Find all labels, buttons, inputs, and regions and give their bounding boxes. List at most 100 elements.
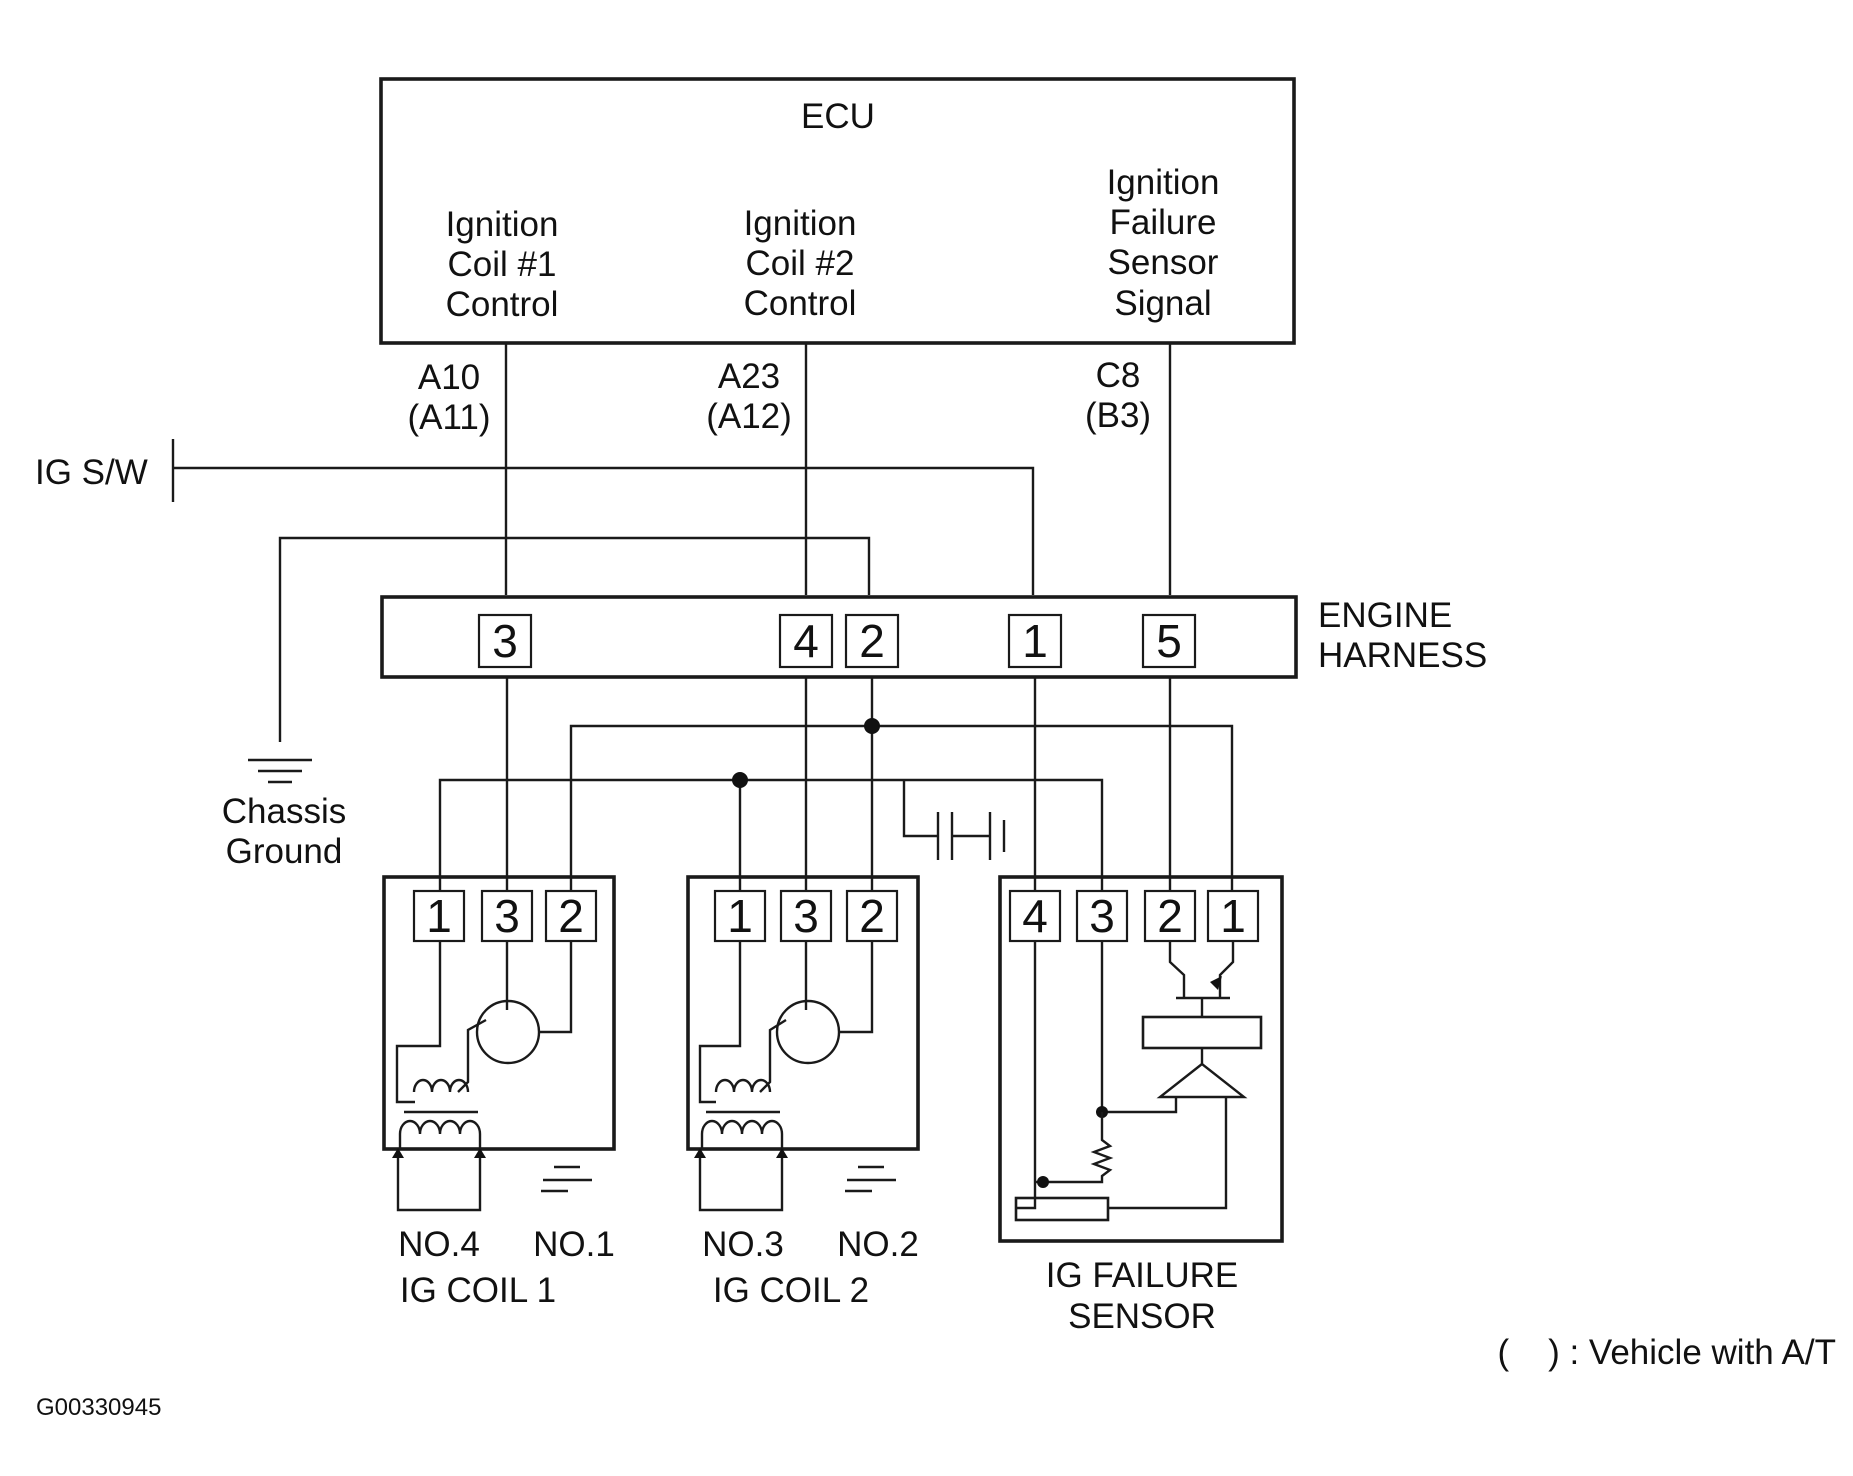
spark-plug-label: NO.1 [533, 1225, 615, 1264]
spark-plug-label: NO.4 [398, 1225, 480, 1264]
ground-icon [845, 1165, 896, 1193]
sensor-internal-wire [1168, 941, 1186, 998]
svg-text:2: 2 [859, 615, 885, 667]
svg-text:Signal: Signal [1114, 284, 1211, 323]
sensor-internal-wire [1218, 941, 1235, 998]
svg-text:Ignition: Ignition [446, 205, 559, 244]
coil1-pin: 1 [412, 889, 466, 943]
sensor-internal-wire [1108, 1097, 1228, 1210]
legend-note: ( ) : Vehicle with A/T [1498, 1333, 1836, 1372]
svg-text:4: 4 [1022, 890, 1048, 942]
engine-harness: 3 4 2 1 5 ENGINE HARNESS [380, 595, 1487, 679]
junction-dot [732, 772, 748, 788]
svg-text:(A12): (A12) [706, 397, 792, 436]
chassis-ground-label: Ground [226, 832, 343, 871]
wire-condenser [902, 780, 938, 838]
spark-plug-label: NO.3 [702, 1225, 784, 1264]
svg-text:Failure: Failure [1110, 203, 1217, 242]
coil-secondary-winding-icon [700, 1119, 784, 1135]
junction-dot [864, 718, 880, 734]
ecu-terminal-coil1: A10 (A11) [408, 358, 491, 437]
spark-plug-label: NO.2 [837, 1225, 919, 1264]
coil2-internal-wire [698, 941, 742, 1104]
coil2-secondary-loop [698, 1148, 784, 1212]
coil1-pin: 2 [544, 889, 598, 943]
coil1-internal-wire [395, 941, 442, 1104]
svg-text:1: 1 [727, 890, 753, 942]
coil1-secondary-loop [396, 1148, 482, 1212]
harness-pin: 1 [1007, 613, 1063, 669]
ig-failure-sensor: 4 3 2 1 [998, 875, 1284, 1336]
svg-text:2: 2 [859, 890, 885, 942]
wire-chassis-ground [278, 536, 871, 742]
svg-text:2: 2 [558, 890, 584, 942]
engine-harness-label: ENGINE [1318, 596, 1452, 635]
condenser-icon [936, 812, 1006, 860]
wires-lower [438, 677, 1234, 897]
svg-text:Coil #1: Coil #1 [448, 245, 557, 284]
ecu-coil2-control-label: Ignition Coil #2 Control [744, 204, 857, 323]
ig-coil-1-box [382, 875, 616, 1151]
coil-primary-winding-icon [714, 1078, 772, 1093]
svg-text:Sensor: Sensor [1108, 243, 1219, 282]
sensor-pin: 4 [1008, 889, 1062, 943]
transistor-icon [475, 999, 541, 1065]
amplifier-icon [1156, 1062, 1248, 1099]
svg-text:A10: A10 [418, 358, 480, 397]
wires-upper [173, 343, 1172, 742]
ground-icon [248, 758, 312, 784]
sensor-pin: 2 [1143, 889, 1197, 943]
engine-harness-connector [380, 595, 1298, 679]
svg-text:5: 5 [1156, 615, 1182, 667]
ig-coil-2-label: IG COIL 2 [713, 1271, 869, 1310]
ig-switch-label: IG S/W [35, 453, 148, 492]
coil1-pin: 3 [480, 889, 534, 943]
svg-text:A23: A23 [718, 357, 780, 396]
harness-pin: 5 [1141, 613, 1197, 669]
coil1-internal-wire [540, 941, 573, 1034]
coil-primary-winding-icon [412, 1078, 470, 1093]
ig-coil-1: 1 3 2 NO.4 NO.1 I [382, 875, 616, 1310]
svg-text:(B3): (B3) [1085, 396, 1151, 435]
svg-text:3: 3 [494, 890, 520, 942]
coil1-internal-wire [457, 1018, 487, 1093]
ig-coil-1-label: IG COIL 1 [400, 1271, 556, 1310]
sensor-pin: 1 [1206, 889, 1260, 943]
ground-icon [541, 1165, 592, 1193]
svg-text:2: 2 [1157, 890, 1183, 942]
svg-text:1: 1 [1220, 890, 1246, 942]
wire-ig-switch [173, 466, 1035, 595]
ecu-terminal-coil2: A23 (A12) [706, 357, 792, 436]
ecu-block: ECU Ignition Coil #1 Control Ignition Co… [379, 77, 1296, 345]
coil2-pin: 1 [713, 889, 767, 943]
sensor-processor-block [1141, 1015, 1263, 1050]
ecu-coil1-control-label: Ignition Coil #1 Control [446, 205, 559, 324]
coil-secondary-winding-icon [398, 1119, 482, 1135]
coil2-internal-wire [759, 1018, 787, 1093]
ig-failure-sensor-label: IG FAILURE [1046, 1256, 1239, 1295]
svg-text:Control: Control [446, 285, 559, 324]
svg-text:1: 1 [1022, 615, 1048, 667]
sensor-pin: 3 [1075, 889, 1129, 943]
coil2-pin: 2 [845, 889, 899, 943]
ig-switch: IG S/W [35, 439, 175, 502]
pickup-sensor-element [1014, 1196, 1110, 1222]
ig-coil-2-box [686, 875, 920, 1151]
figure-id: G00330945 [36, 1394, 161, 1421]
output-transistor-icon [1176, 976, 1230, 1017]
svg-text:Ignition: Ignition [1107, 163, 1220, 202]
engine-harness-label: HARNESS [1318, 636, 1487, 675]
harness-pin: 4 [778, 613, 834, 669]
svg-text:3: 3 [492, 615, 518, 667]
svg-text:3: 3 [1089, 890, 1115, 942]
svg-text:C8: C8 [1096, 356, 1141, 395]
chassis-ground-label: Chassis [222, 792, 346, 831]
svg-text:3: 3 [793, 890, 819, 942]
ig-failure-sensor-label: SENSOR [1068, 1297, 1216, 1336]
chassis-ground: Chassis Ground [222, 758, 346, 871]
svg-text:Ignition: Ignition [744, 204, 857, 243]
coil2-internal-wire [840, 941, 874, 1034]
svg-text:Coil #2: Coil #2 [746, 244, 855, 283]
transistor-icon [775, 999, 841, 1065]
